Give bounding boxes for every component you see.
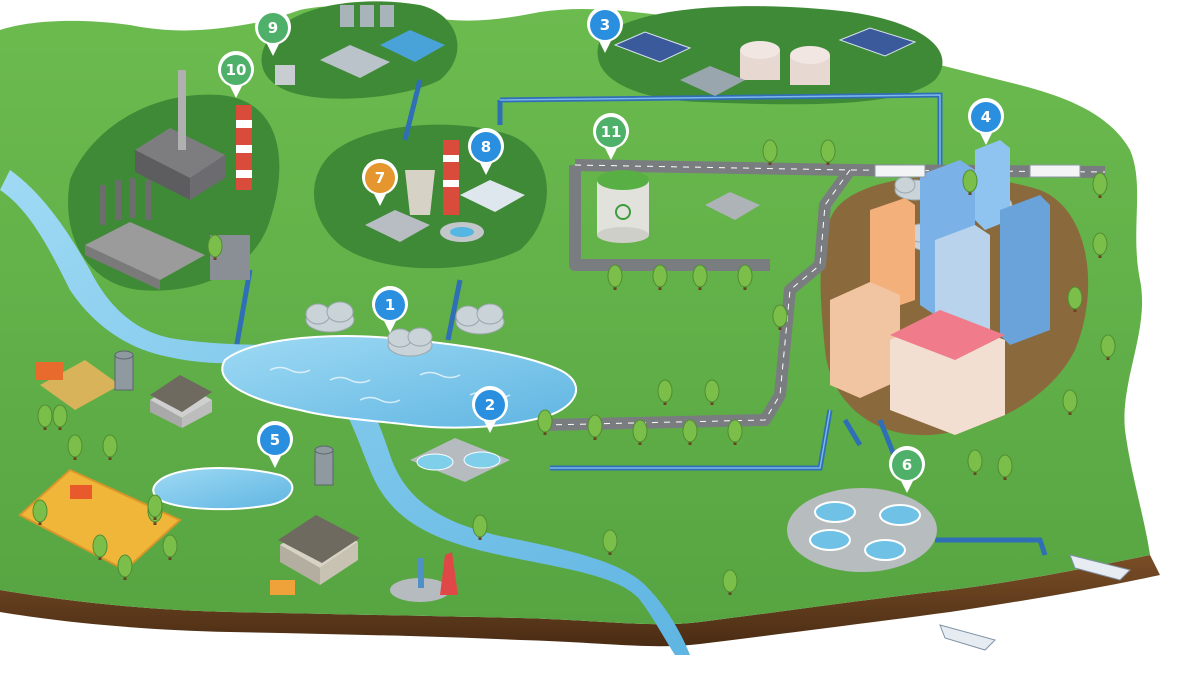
marker-9[interactable]: 9 — [253, 8, 293, 58]
marker-5[interactable]: 5 — [255, 420, 295, 470]
marker-4[interactable]: 4 — [966, 97, 1006, 147]
ships — [939, 554, 1131, 651]
wastewater-plant — [787, 488, 937, 572]
water-pump — [390, 552, 458, 602]
marker-number: 11 — [600, 123, 622, 141]
crop-field — [18, 468, 182, 572]
solar-panels — [613, 27, 917, 63]
trucks — [874, 164, 1081, 178]
tractors — [35, 362, 295, 595]
soil-edge — [0, 555, 1160, 647]
marker-number: 3 — [599, 16, 611, 34]
marker-3[interactable]: 3 — [585, 5, 625, 55]
industrial-plant — [275, 5, 445, 85]
marker-number: 7 — [374, 169, 386, 187]
storage-tanks — [680, 41, 830, 96]
marker-number: 8 — [480, 138, 492, 156]
pin-icon — [257, 421, 293, 468]
silos — [114, 350, 334, 486]
hay-field — [40, 360, 120, 410]
land-mass — [0, 5, 1150, 625]
marker-2[interactable]: 2 — [470, 385, 510, 435]
marker-number: 9 — [267, 19, 279, 37]
pin-icon — [468, 128, 504, 175]
pin-icon — [255, 9, 291, 57]
marker-number: 10 — [225, 61, 247, 79]
marker-11[interactable]: 11 — [591, 112, 631, 162]
barn-top — [150, 375, 212, 428]
marker-6[interactable]: 6 — [887, 445, 927, 495]
pin-icon — [968, 98, 1004, 145]
marker-number: 1 — [384, 296, 396, 314]
factory-cluster — [85, 70, 252, 290]
trees — [32, 139, 1116, 595]
pin-icon — [593, 113, 629, 160]
recycling-tank — [597, 170, 760, 243]
pin-icon — [218, 51, 254, 98]
marker-7[interactable]: 7 — [360, 158, 400, 208]
pin-icon — [472, 386, 508, 433]
marker-number: 2 — [484, 396, 496, 414]
water-treatment — [410, 438, 510, 482]
marker-8[interactable]: 8 — [466, 127, 506, 177]
city-buildings — [830, 140, 1050, 435]
pin-icon — [372, 286, 408, 333]
pond — [152, 467, 294, 511]
pin-icon — [889, 446, 925, 493]
pin-icon — [587, 6, 623, 53]
marker-number: 4 — [980, 108, 992, 126]
barn-bottom — [278, 515, 360, 585]
marker-number: 5 — [269, 431, 281, 449]
power-plant — [365, 140, 525, 242]
marker-number: 6 — [901, 456, 913, 474]
marker-1[interactable]: 1 — [370, 285, 410, 335]
pin-icon — [362, 159, 398, 206]
marker-10[interactable]: 10 — [216, 50, 256, 100]
